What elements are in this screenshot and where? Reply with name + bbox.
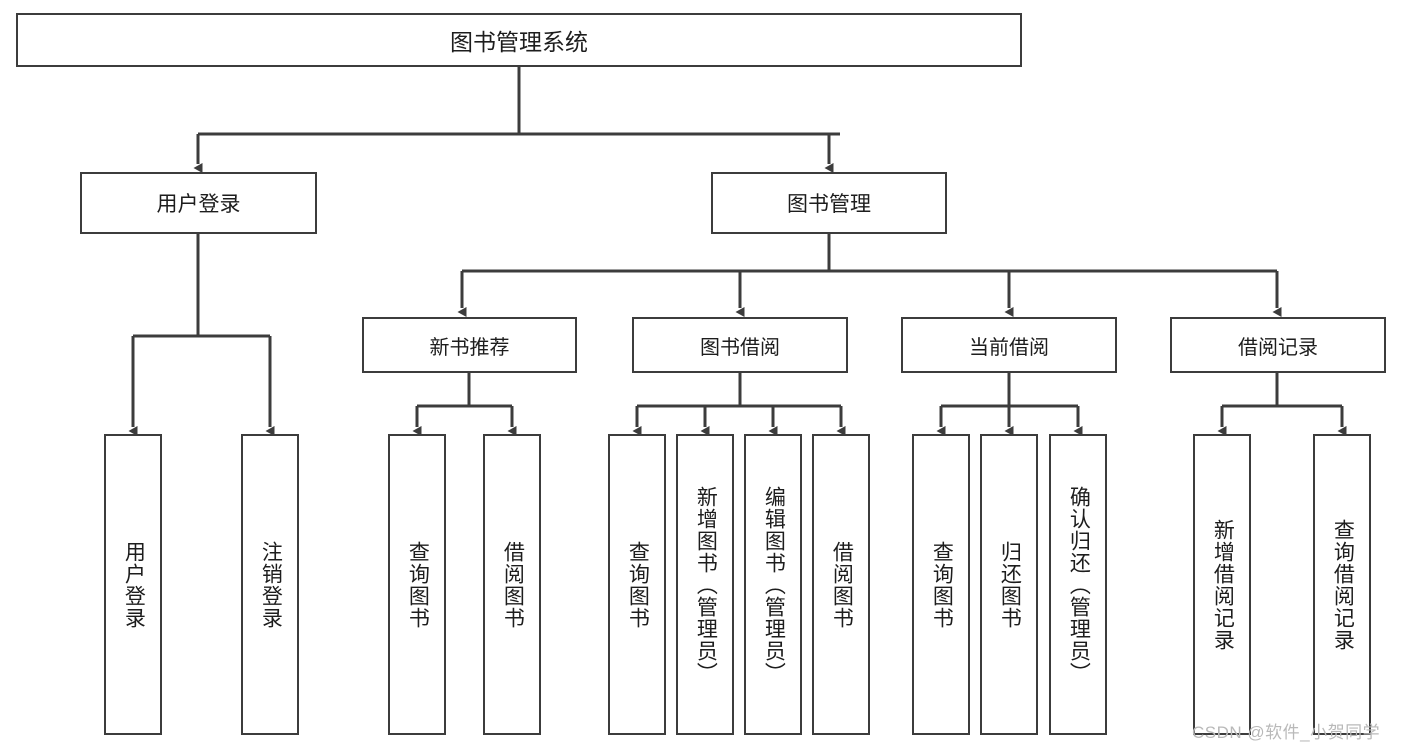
leaf-label: 查询图书 <box>406 540 430 629</box>
leaf-borrow-record-query[interactable]: 查询借阅记录 <box>1313 434 1371 735</box>
leaf-current-borrow-confirm-return[interactable]: 确认归还（管理员） <box>1049 434 1107 735</box>
node-borrow-records[interactable]: 借阅记录 <box>1170 317 1386 373</box>
leaf-label: 查询借阅记录 <box>1331 518 1355 651</box>
node-new-book-recommend[interactable]: 新书推荐 <box>362 317 577 373</box>
node-user-login[interactable]: 用户登录 <box>80 172 317 234</box>
leaf-label: 借阅图书 <box>501 540 525 629</box>
leaf-user-login-logout[interactable]: 注销登录 <box>241 434 299 735</box>
leaf-book-borrow-borrow[interactable]: 借阅图书 <box>812 434 870 735</box>
node-book-borrow[interactable]: 图书借阅 <box>632 317 848 373</box>
node-current-borrow[interactable]: 当前借阅 <box>901 317 1117 373</box>
leaf-label: 新增图书（管理员） <box>694 485 718 684</box>
leaf-label: 编辑图书（管理员） <box>762 485 786 684</box>
leaf-user-login-login[interactable]: 用户登录 <box>104 434 162 735</box>
leaf-current-borrow-query[interactable]: 查询图书 <box>912 434 970 735</box>
leaf-label: 用户登录 <box>122 540 146 629</box>
leaf-borrow-record-add[interactable]: 新增借阅记录 <box>1193 434 1251 735</box>
node-book-management[interactable]: 图书管理 <box>711 172 947 234</box>
leaf-label: 确认归还（管理员） <box>1067 485 1091 684</box>
leaf-book-borrow-add[interactable]: 新增图书（管理员） <box>676 434 734 735</box>
leaf-book-borrow-query[interactable]: 查询图书 <box>608 434 666 735</box>
leaf-label: 新增借阅记录 <box>1211 518 1235 651</box>
leaf-label: 查询图书 <box>626 540 650 629</box>
leaf-label: 借阅图书 <box>830 540 854 629</box>
leaf-label: 注销登录 <box>259 540 283 629</box>
leaf-new-book-query[interactable]: 查询图书 <box>388 434 446 735</box>
leaf-label: 查询图书 <box>930 540 954 629</box>
node-root-system[interactable]: 图书管理系统 <box>16 13 1022 67</box>
leaf-label: 归还图书 <box>998 540 1022 629</box>
leaf-book-borrow-edit[interactable]: 编辑图书（管理员） <box>744 434 802 735</box>
csdn-watermark: CSDN @软件_小贺同学 <box>1192 723 1381 742</box>
leaf-current-borrow-return[interactable]: 归还图书 <box>980 434 1038 735</box>
leaf-new-book-borrow[interactable]: 借阅图书 <box>483 434 541 735</box>
